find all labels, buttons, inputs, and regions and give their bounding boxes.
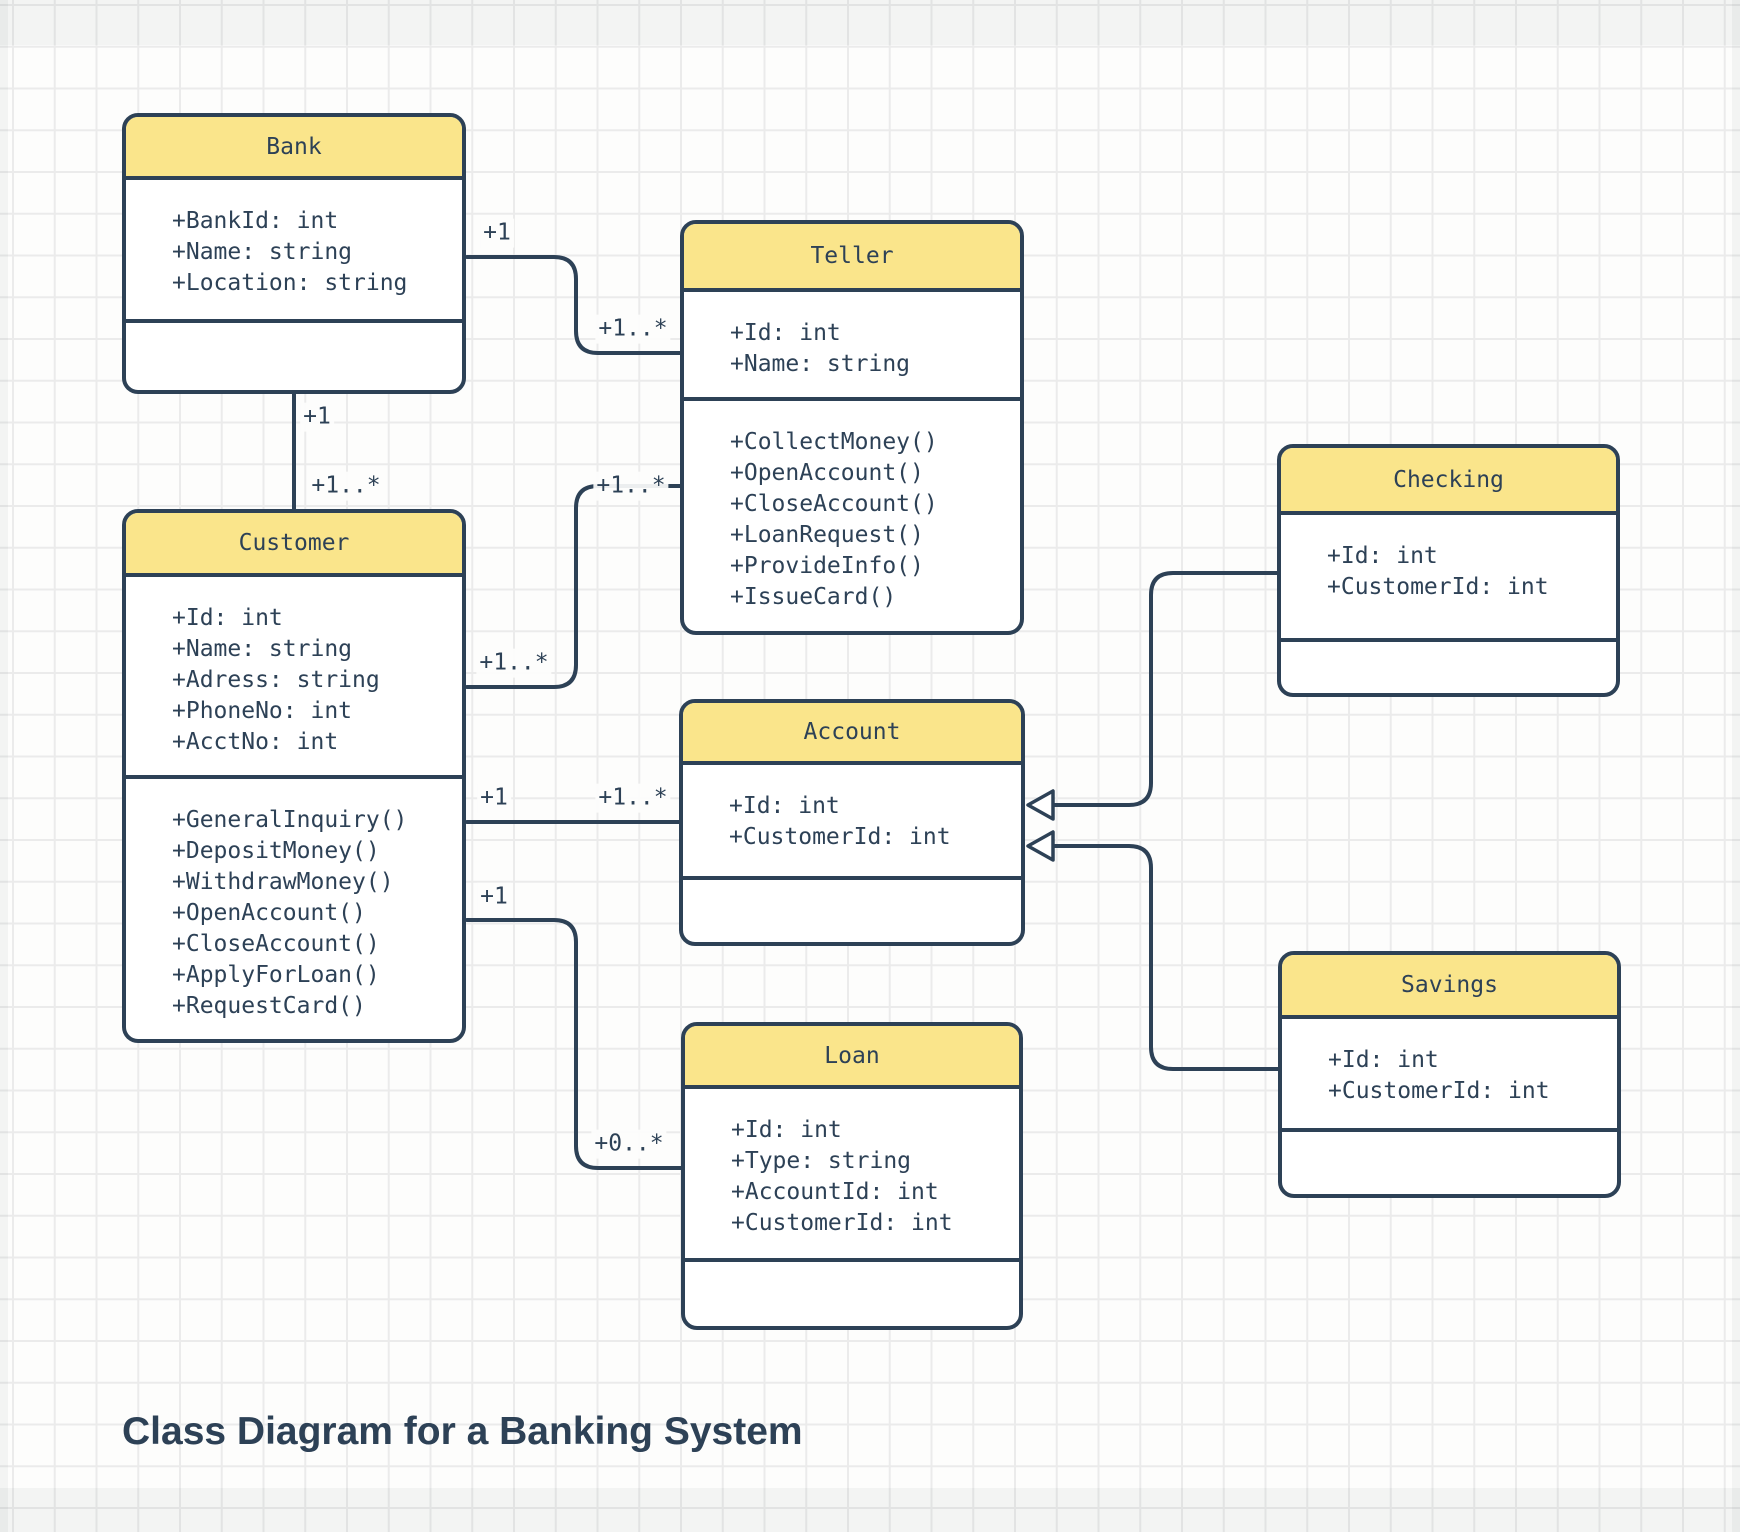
multiplicity-label: +1..* (593, 471, 669, 501)
class-title: Bank (126, 117, 462, 180)
member-row: +IssueCard() (730, 584, 897, 610)
class-node-account[interactable]: Account +Id: int +CustomerId: int (679, 699, 1025, 946)
multiplicity-label: +1..* (595, 783, 671, 813)
member-row: +Name: string (172, 636, 353, 662)
class-title: Loan (685, 1026, 1019, 1089)
generalization-arrowhead-icon (1026, 789, 1055, 821)
connector-customer-teller[interactable] (465, 484, 682, 689)
connector-customer-loan[interactable] (465, 918, 683, 1170)
class-title: Savings (1282, 955, 1617, 1019)
member-row: +Id: int (729, 793, 840, 819)
member-row: +Name: string (730, 351, 911, 377)
member-row: +PhoneNo: int (172, 698, 353, 724)
class-title: Customer (126, 513, 462, 577)
class-attributes: +Id: int +CustomerId: int (1281, 515, 1616, 642)
class-attributes: +Id: int +CustomerId: int (1282, 1019, 1617, 1132)
member-row: +GeneralInquiry() (172, 807, 408, 833)
connector-bank-teller[interactable] (465, 255, 682, 355)
multiplicity-label: +1..* (308, 471, 384, 501)
class-node-teller[interactable]: Teller +Id: int +Name: string +CollectMoney… (680, 220, 1024, 635)
member-row: +Adress: string (172, 667, 380, 693)
member-row: +LoanRequest() (730, 522, 924, 548)
multiplicity-label: +1 (477, 783, 511, 813)
member-row: +AcctNo: int (172, 729, 339, 755)
member-row: +CloseAccount() (172, 931, 380, 957)
member-row: +Type: string (731, 1148, 912, 1174)
class-attributes: +Id: int +CustomerId: int (683, 765, 1021, 880)
member-row: +Id: int (172, 605, 283, 631)
member-row: +RequestCard() (172, 993, 366, 1019)
class-node-bank[interactable]: Bank +BankId: int +Name: string +Location: … (122, 113, 466, 394)
class-node-loan[interactable]: Loan +Id: int +Type: string +AccountId: int… (681, 1022, 1023, 1330)
class-node-savings[interactable]: Savings +Id: int +CustomerId: int (1278, 951, 1621, 1198)
multiplicity-label: +1..* (476, 648, 552, 678)
canvas-margin-top (0, 0, 1740, 45)
class-title: Account (683, 703, 1021, 765)
multiplicity-label: +0..* (591, 1129, 667, 1159)
member-row: +ProvideInfo() (730, 553, 924, 579)
class-methods: +CollectMoney() +OpenAccount() +CloseAccou… (684, 401, 1020, 631)
generalization-arrowhead-icon (1026, 830, 1055, 862)
class-attributes: +Id: int +Name: string (684, 292, 1020, 401)
diagram-title: Class Diagram for a Banking System (122, 1410, 803, 1453)
member-row: +CloseAccount() (730, 491, 938, 517)
class-empty-compartment (683, 880, 1021, 942)
member-row: +Id: int (1327, 543, 1438, 569)
member-row: +CustomerId: int (1328, 1078, 1550, 1104)
member-row: +Name: string (172, 239, 353, 265)
class-title: Teller (684, 224, 1020, 292)
multiplicity-label: +1 (477, 882, 511, 912)
class-node-customer[interactable]: Customer +Id: int +Name: string +Adress: st… (122, 509, 466, 1043)
class-empty-compartment (685, 1262, 1019, 1326)
member-row: +Id: int (731, 1117, 842, 1143)
canvas-margin-left (0, 0, 8, 1532)
class-attributes: +BankId: int +Name: string +Location: stri… (126, 180, 462, 323)
member-row: +CustomerId: int (731, 1210, 953, 1236)
member-row: +OpenAccount() (730, 460, 924, 486)
member-row: +Id: int (730, 320, 841, 346)
class-methods: +GeneralInquiry() +DepositMoney() +Withdra… (126, 779, 462, 1039)
member-row: +DepositMoney() (172, 838, 380, 864)
member-row: +Id: int (1328, 1047, 1439, 1073)
class-empty-compartment (1282, 1132, 1617, 1194)
class-attributes: +Id: int +Name: string +Adress: string +Pho… (126, 577, 462, 779)
member-row: +CustomerId: int (729, 824, 951, 850)
canvas-margin-bottom (0, 1488, 1740, 1532)
canvas-margin-right (1732, 0, 1740, 1532)
connector-checking-account[interactable] (1051, 571, 1279, 807)
multiplicity-label: +1..* (595, 314, 671, 344)
multiplicity-label: +1 (480, 218, 514, 248)
class-empty-compartment (126, 323, 462, 390)
member-row: +CollectMoney() (730, 429, 938, 455)
member-row: +BankId: int (172, 208, 339, 234)
member-row: +AccountId: int (731, 1179, 939, 1205)
member-row: +OpenAccount() (172, 900, 366, 926)
class-title: Checking (1281, 448, 1616, 515)
class-attributes: +Id: int +Type: string +AccountId: int +Cus… (685, 1089, 1019, 1262)
class-empty-compartment (1281, 642, 1616, 693)
connector-savings-account[interactable] (1051, 844, 1280, 1071)
class-node-checking[interactable]: Checking +Id: int +CustomerId: int (1277, 444, 1620, 697)
member-row: +WithdrawMoney() (172, 869, 394, 895)
member-row: +ApplyForLoan() (172, 962, 380, 988)
member-row: +Location: string (172, 270, 408, 296)
multiplicity-label: +1 (300, 402, 334, 432)
member-row: +CustomerId: int (1327, 574, 1549, 600)
